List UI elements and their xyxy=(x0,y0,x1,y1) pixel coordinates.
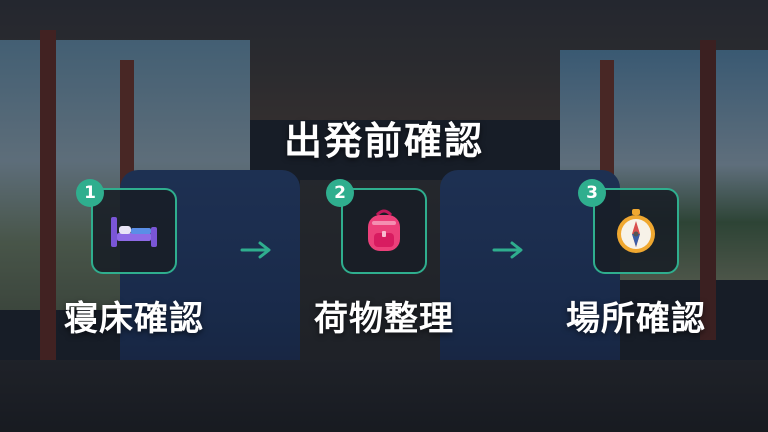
step-tile xyxy=(593,188,679,274)
arrow-right-icon xyxy=(492,241,523,259)
backpack-icon xyxy=(368,209,400,251)
step-label: 寝床確認 xyxy=(64,299,204,339)
step-tile xyxy=(341,188,427,274)
step-number-badge: 2 xyxy=(326,179,354,207)
page-title: 出発前確認 xyxy=(283,119,484,163)
step-number-badge: 3 xyxy=(578,179,606,207)
step-label: 場所確認 xyxy=(566,299,706,339)
arrow-right-icon xyxy=(240,241,271,259)
step-tile xyxy=(91,188,177,274)
step-number-badge: 1 xyxy=(76,179,104,207)
bed-icon xyxy=(111,217,157,247)
compass-icon xyxy=(617,209,655,253)
step-label: 荷物整理 xyxy=(314,299,454,339)
